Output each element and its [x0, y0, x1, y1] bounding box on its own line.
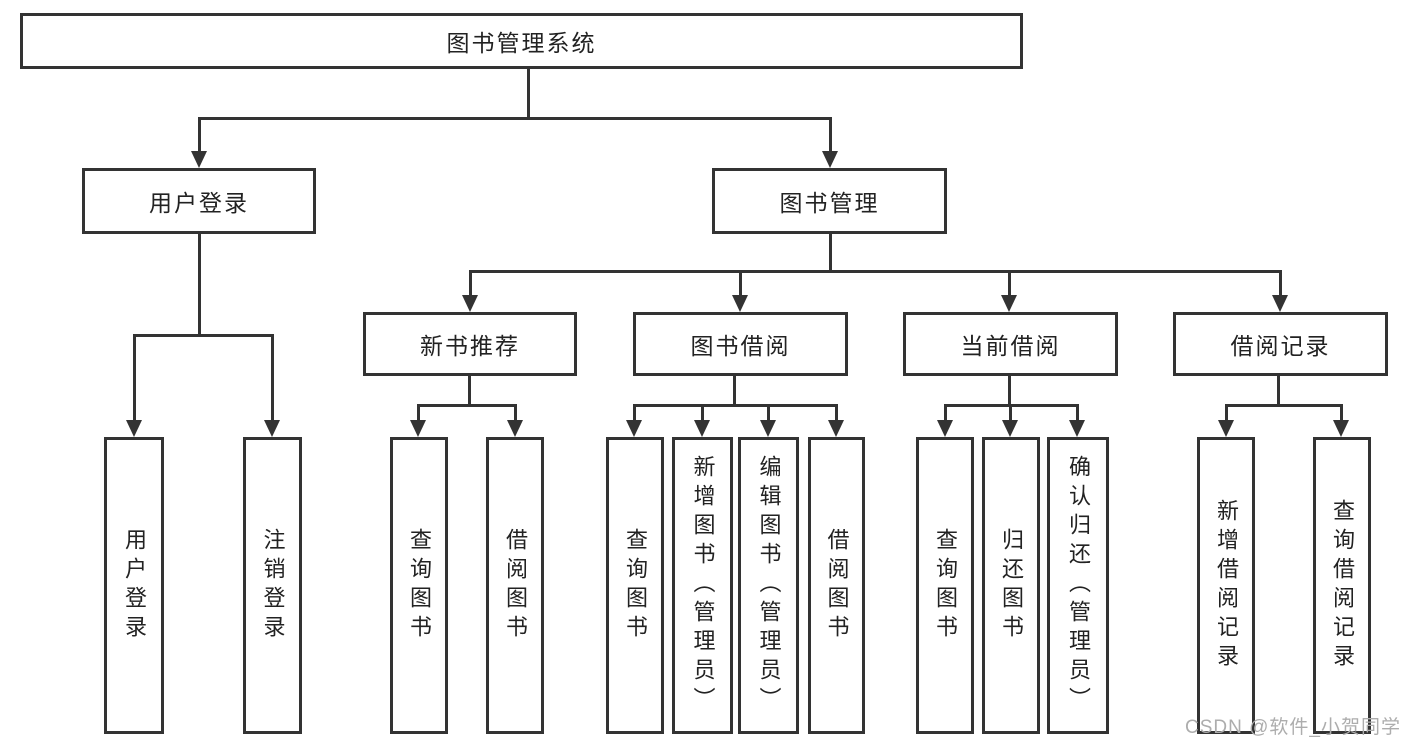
csdn-watermark: CSDN @软件_小贺同学: [1185, 717, 1401, 738]
leaf-return-books: 归还图书: [982, 437, 1040, 734]
leaf-add-borrow-record: 新增借阅记录: [1197, 437, 1255, 734]
edge-drop-br-add: [1225, 404, 1228, 422]
edge-drop-bb-edit: [767, 404, 770, 422]
edge-new-book-crossbar: [417, 404, 517, 407]
arrowhead-bb-borrow: [828, 420, 844, 437]
edge-drop-cb-query: [944, 404, 947, 422]
edge-borrow-records-crossbar: [1225, 404, 1343, 407]
leaf-borrow-query-books: 查询图书: [606, 437, 664, 734]
edge-drop-book-borrow: [739, 270, 742, 298]
edge-drop-borrow-records: [1279, 270, 1282, 298]
leaf-logout: 注销登录: [243, 437, 302, 734]
edge-drop-current-borrow: [1008, 270, 1011, 298]
arrowhead-new-book-recommend: [462, 295, 478, 312]
edge-book-borrow-crossbar: [633, 404, 837, 407]
arrowhead-cb-confirm: [1069, 420, 1085, 437]
node-new-book-recommend: 新书推荐: [363, 312, 577, 376]
arrowhead-current-borrow: [1001, 295, 1017, 312]
leaf-new-book-query-books: 查询图书: [390, 437, 448, 734]
leaf-confirm-return-admin: 确认归还（管理员）: [1047, 437, 1109, 734]
edge-drop-bb-borrow: [835, 404, 838, 422]
arrowhead-bb-query: [626, 420, 642, 437]
leaf-borrow-books: 借阅图书: [808, 437, 865, 734]
edge-new-book-stem: [468, 376, 471, 407]
arrowhead-borrow-records: [1272, 295, 1288, 312]
node-borrow-records: 借阅记录: [1173, 312, 1388, 376]
edge-root-crossbar: [198, 117, 832, 120]
node-current-borrow: 当前借阅: [903, 312, 1118, 376]
arrowhead-book-borrow: [732, 295, 748, 312]
arrowhead-book-management: [822, 151, 838, 168]
edge-drop-book-management: [829, 117, 832, 153]
arrowhead-user-login: [191, 151, 207, 168]
leaf-new-book-borrow-books: 借阅图书: [486, 437, 544, 734]
arrowhead-leaf-user-login: [126, 420, 142, 437]
edge-drop-cb-confirm: [1076, 404, 1079, 422]
leaf-query-borrow-record: 查询借阅记录: [1313, 437, 1371, 734]
arrowhead-br-add: [1218, 420, 1234, 437]
edge-root-stem: [527, 69, 530, 118]
node-user-login: 用户登录: [82, 168, 316, 234]
edge-drop-cb-return: [1009, 404, 1012, 422]
edge-current-borrow-stem: [1008, 376, 1011, 407]
leaf-add-books-admin: 新增图书（管理员）: [672, 437, 733, 734]
leaf-user-login: 用户登录: [104, 437, 164, 734]
edge-drop-leaf-logout: [271, 334, 274, 422]
arrowhead-br-query: [1333, 420, 1349, 437]
edge-drop-nb-borrow: [514, 404, 517, 422]
node-book-management: 图书管理: [712, 168, 947, 234]
edge-drop-bb-query: [633, 404, 636, 422]
arrowhead-leaf-logout: [264, 420, 280, 437]
edge-user-login-stem: [198, 234, 201, 335]
arrowhead-bb-add: [694, 420, 710, 437]
arrowhead-bb-edit: [760, 420, 776, 437]
arrowhead-nb-borrow: [507, 420, 523, 437]
edge-book-management-crossbar: [469, 270, 1282, 273]
arrowhead-nb-query: [410, 420, 426, 437]
edge-book-borrow-stem: [733, 376, 736, 407]
edge-borrow-records-stem: [1277, 376, 1280, 407]
edge-book-management-stem: [829, 234, 832, 273]
node-book-borrow: 图书借阅: [633, 312, 848, 376]
edge-drop-br-query: [1340, 404, 1343, 422]
leaf-edit-books-admin: 编辑图书（管理员）: [738, 437, 799, 734]
edge-drop-nb-query: [417, 404, 420, 422]
edge-drop-user-login: [198, 117, 201, 153]
edge-drop-leaf-user-login: [133, 334, 136, 422]
arrowhead-cb-return: [1002, 420, 1018, 437]
edge-user-login-crossbar: [133, 334, 274, 337]
node-library-management-system: 图书管理系统: [20, 13, 1023, 69]
arrowhead-cb-query: [937, 420, 953, 437]
edge-drop-new-book-recommend: [469, 270, 472, 298]
leaf-current-query-books: 查询图书: [916, 437, 974, 734]
edge-drop-bb-add: [701, 404, 704, 422]
